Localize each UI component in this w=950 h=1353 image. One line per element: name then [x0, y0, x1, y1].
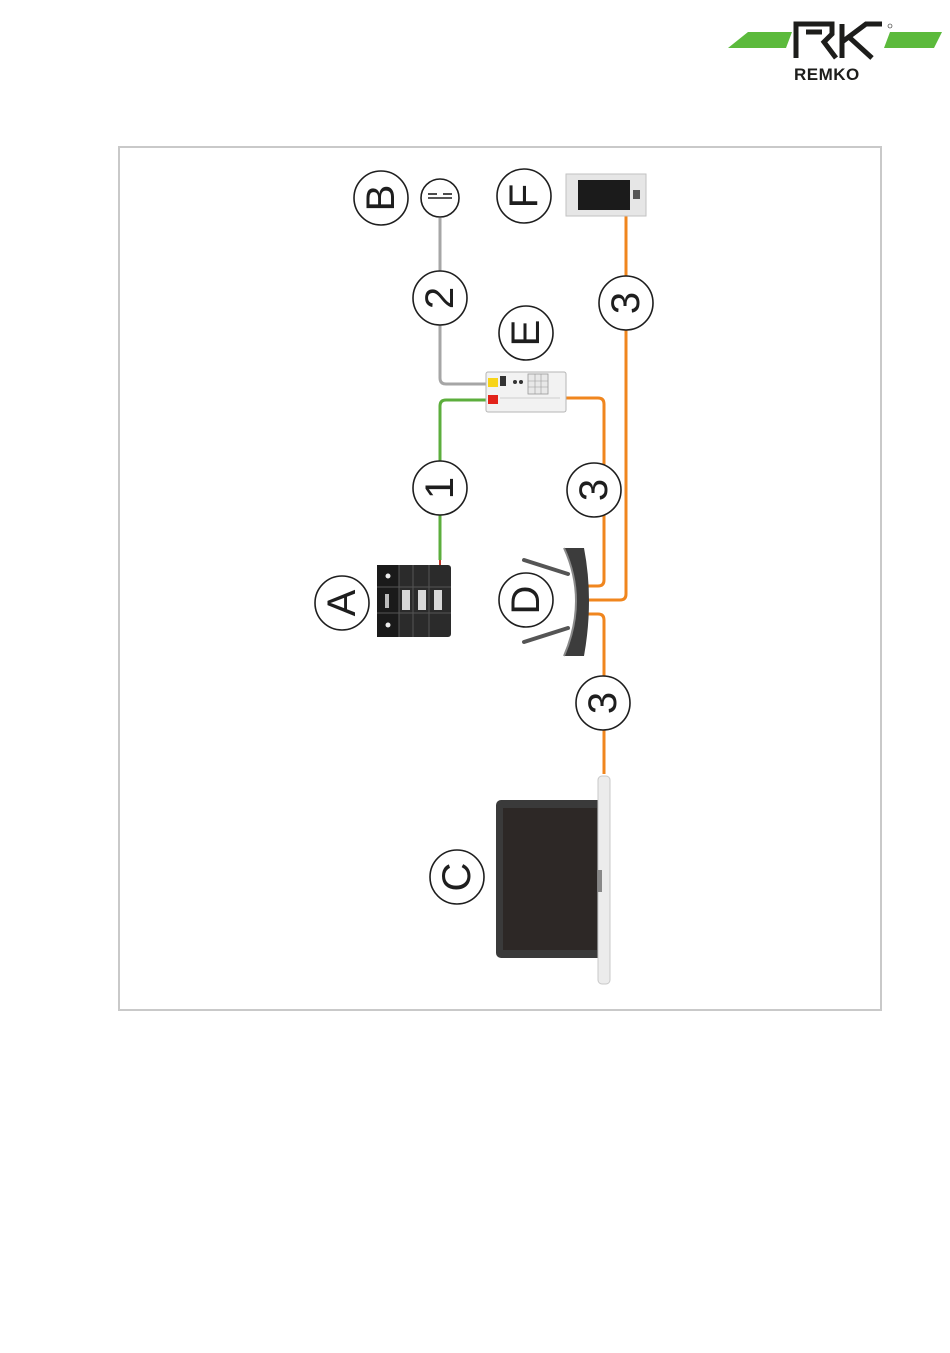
connection-3-display-label: 3	[599, 276, 653, 330]
label-A: A	[315, 576, 369, 630]
label-F-text: F	[502, 184, 546, 208]
label-B: B	[354, 171, 408, 225]
connection-3c-text: 3	[581, 692, 625, 714]
connection-1-text: 1	[418, 477, 462, 499]
power-supply-icon	[421, 179, 459, 217]
connection-2-text: 2	[418, 287, 462, 309]
label-C: C	[430, 850, 484, 904]
label-E: E	[499, 306, 553, 360]
connection-3b-text: 3	[604, 292, 648, 314]
label-E-text: E	[504, 320, 548, 347]
touch-display-icon	[566, 174, 646, 216]
connection-3a-text: 3	[572, 479, 616, 501]
label-D-text: D	[504, 586, 548, 615]
tablet-icon	[496, 776, 610, 984]
connection-3-gateway-label: 3	[567, 463, 621, 517]
room-control-panel-icon	[377, 560, 451, 637]
label-F: F	[497, 169, 551, 223]
label-C-text: C	[435, 863, 479, 892]
connection-2-label: 2	[413, 271, 467, 325]
connection-1-label: 1	[413, 461, 467, 515]
connection-3-tablet-label: 3	[576, 676, 630, 730]
wire-3-display-router	[588, 214, 626, 600]
gateway-module-icon	[486, 372, 566, 412]
label-A-text: A	[320, 589, 364, 616]
label-D: D	[499, 573, 553, 627]
label-B-text: B	[359, 185, 403, 212]
